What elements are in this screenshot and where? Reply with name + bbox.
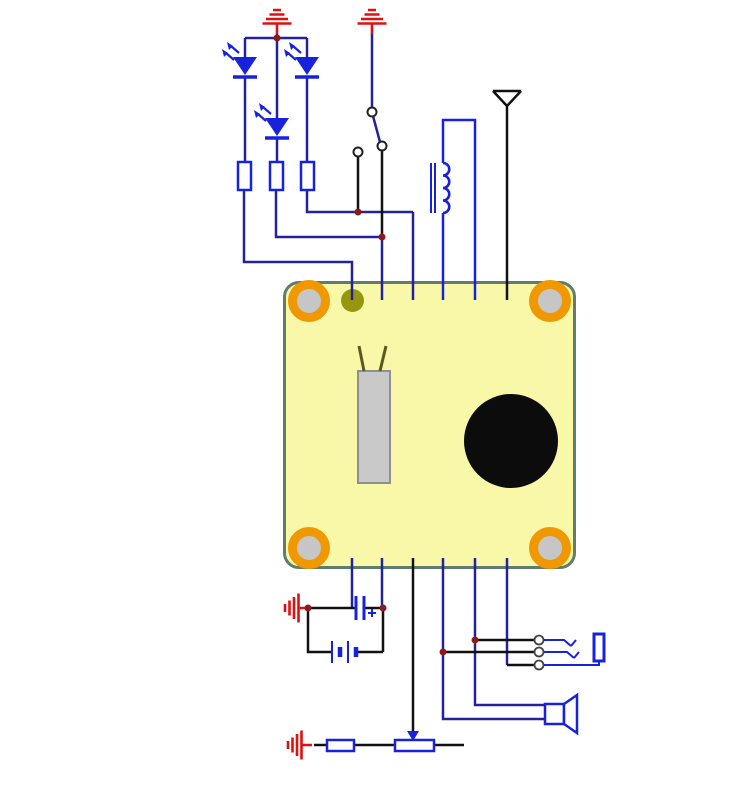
ground-icon bbox=[286, 729, 314, 761]
capacitor-icon bbox=[354, 596, 376, 620]
pot-resistor-icons bbox=[325, 738, 436, 753]
pot-wiper-arrow bbox=[407, 731, 419, 741]
switch-contacts bbox=[352, 106, 388, 158]
stereo-jack-icon bbox=[533, 632, 606, 671]
mount-hole-bottom-right bbox=[529, 527, 571, 569]
resistor-icons bbox=[236, 160, 316, 192]
radio-module-board bbox=[283, 281, 576, 569]
am-led-icon bbox=[282, 40, 321, 79]
coordination-led-icon bbox=[220, 40, 259, 79]
ground-icon bbox=[261, 8, 293, 36]
ground-icon bbox=[283, 592, 311, 624]
battery-icon bbox=[331, 641, 359, 663]
mount-hole-top-right bbox=[529, 280, 571, 322]
module-pin bbox=[340, 288, 364, 312]
mount-hole-top-left bbox=[288, 280, 330, 322]
coordination-led-label bbox=[104, 80, 246, 93]
crystal-component bbox=[357, 370, 391, 484]
mount-hole-bottom-left bbox=[288, 527, 330, 569]
inductor-icon bbox=[430, 118, 477, 300]
ground-icon bbox=[356, 8, 388, 36]
speaker-icon bbox=[543, 692, 579, 736]
am-led-label bbox=[276, 83, 318, 96]
fm-led-label bbox=[242, 125, 284, 138]
